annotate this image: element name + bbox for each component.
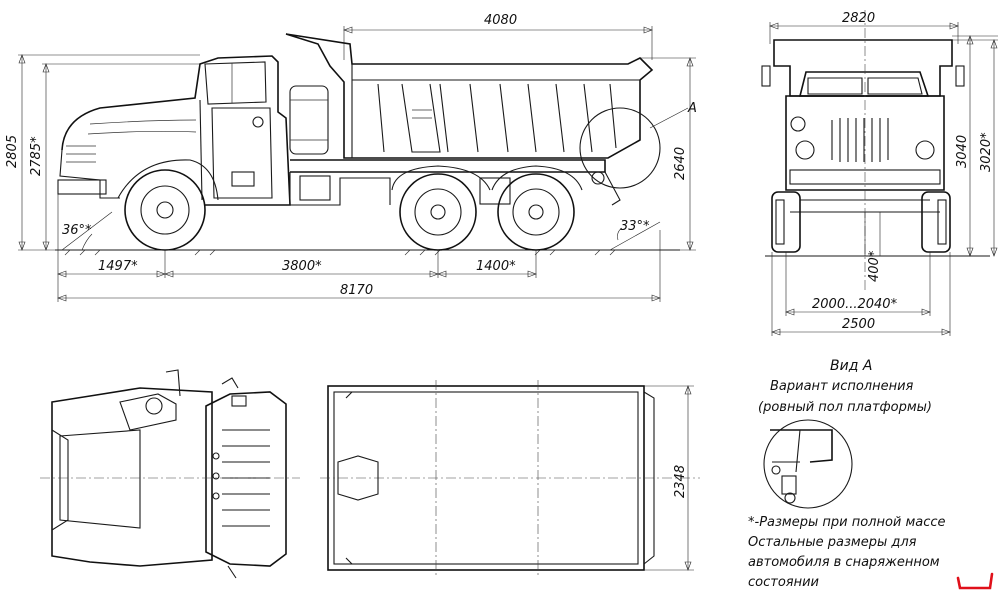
- dim-track: 2000...2040*: [812, 297, 898, 312]
- rear-wheel-1: [399, 173, 477, 251]
- cab-door: [211, 107, 273, 199]
- view-a-circle: [579, 107, 661, 189]
- approach-angle-line: [61, 211, 113, 251]
- dim-bed-width: 2348: [673, 465, 688, 498]
- rear-wheel-2: [497, 173, 575, 251]
- front-hood: [785, 95, 945, 191]
- red-corner-mark: [956, 572, 994, 590]
- note-line1: *-Размеры при полной массе: [748, 515, 946, 530]
- top-bed-centerlines: [320, 380, 700, 576]
- side-view: [18, 26, 696, 302]
- top-cab: [205, 391, 287, 567]
- truck-cab: [57, 55, 291, 206]
- front-view: [761, 10, 998, 336]
- dim-departure-angle: 33°*: [620, 219, 650, 234]
- note-line4: состоянии: [748, 575, 819, 590]
- dim-ground-clearance: 400*: [867, 250, 882, 282]
- mirror-right-icon: [955, 65, 965, 87]
- front-wheel-right: [921, 191, 951, 253]
- front-bumper: [789, 169, 941, 185]
- headlight-right-icon: [915, 140, 935, 160]
- departure-angle-line: [609, 221, 661, 251]
- step-box: [231, 171, 255, 187]
- cab-window: [204, 61, 267, 105]
- view-a-detail-circle: [763, 419, 853, 509]
- top-bed-hitch: [337, 455, 379, 501]
- dim-wheelbase: 3800*: [282, 259, 322, 274]
- note-line2: Остальные размеры для: [748, 535, 917, 550]
- dim-height-empty: 3040: [955, 135, 970, 168]
- dim-approach-angle: 36°*: [62, 223, 92, 238]
- dim-overall-length: 8170: [340, 283, 373, 298]
- ground-hatch: [64, 249, 616, 256]
- front-cab: [798, 71, 930, 97]
- note-line3: автомобиля в снаряженном: [748, 555, 940, 570]
- dim-height-cab: 2805: [5, 135, 20, 168]
- view-a-caption-line2: (ровный пол платформы): [758, 400, 932, 415]
- top-view: [40, 369, 700, 579]
- rear-fenders: [391, 165, 583, 191]
- dim-height-cab-full: 2785*: [29, 136, 44, 176]
- chassis-frame: [289, 159, 621, 206]
- top-mirror-icon: [231, 395, 247, 407]
- headlight-left-icon: [795, 140, 815, 160]
- view-a-title: Вид А: [830, 358, 872, 374]
- top-air-filter: [119, 393, 177, 431]
- body-ribs: [377, 83, 617, 153]
- dump-body: [285, 33, 654, 159]
- dim-front-overhang: 1497*: [98, 259, 138, 274]
- front-grille: [831, 118, 889, 162]
- dim-height-bed: 2640: [673, 147, 688, 180]
- dim-bed-length: 4080: [484, 13, 517, 28]
- mirror-left-icon: [761, 65, 771, 87]
- view-a-detail: [763, 419, 853, 509]
- view-a-caption-line1: Вариант исполнения: [770, 379, 914, 394]
- view-a-marker: A: [687, 101, 697, 116]
- dim-height-full: 3020*: [979, 132, 994, 172]
- dim-width-wheels: 2500: [842, 317, 875, 332]
- front-windscreen: [807, 77, 923, 95]
- top-hood: [51, 387, 213, 567]
- spare-tank: [289, 85, 329, 155]
- dim-overall-width: 2820: [842, 11, 875, 26]
- dim-rear-axle-spacing: 1400*: [476, 259, 516, 274]
- front-wheel: [117, 159, 219, 251]
